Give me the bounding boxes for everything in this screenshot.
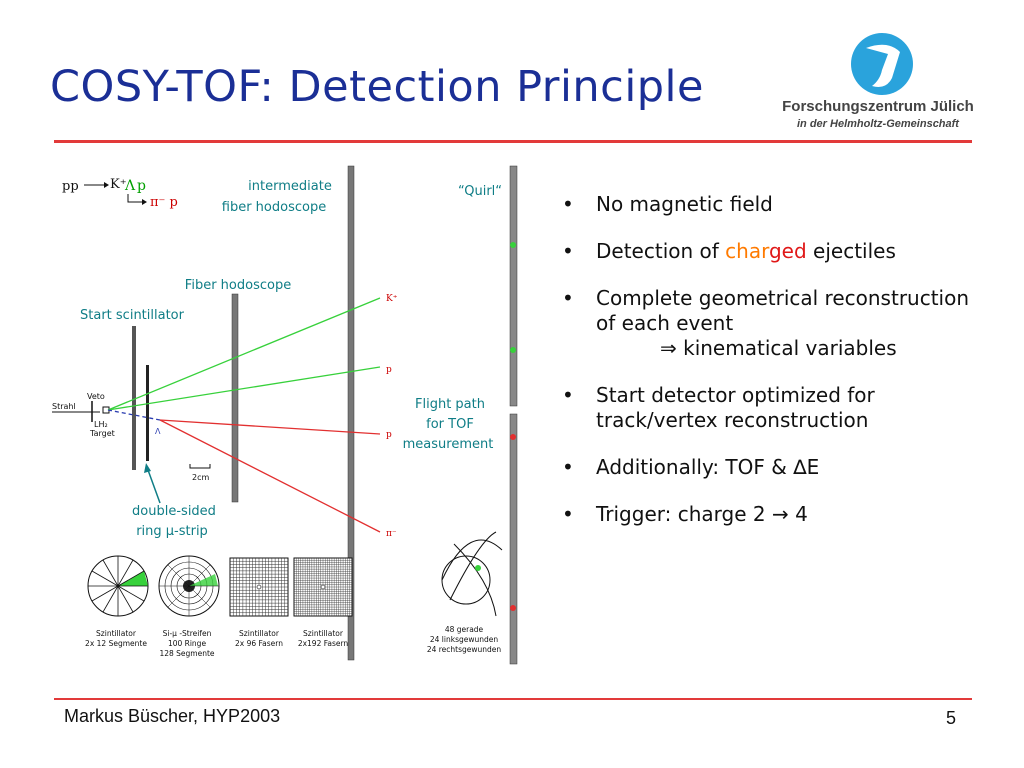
label-veto: Veto (87, 392, 105, 401)
label-ring-strip: ring µ-strip (136, 524, 208, 539)
bullet-text: Complete geometrical reconstruction of e… (596, 286, 970, 335)
reaction-p: p (137, 178, 146, 194)
caption4-line1: Szintillator (303, 629, 344, 638)
label-lambda-small: Λ (155, 427, 161, 436)
label-lh2: LH₂ (94, 420, 108, 429)
track-lambda (107, 409, 161, 421)
title-divider (54, 140, 972, 143)
quirl-detector-upper (509, 165, 518, 407)
label-quirl: “Quirl“ (458, 184, 502, 199)
track-kaon (107, 297, 381, 411)
track-label-proton-1: p (386, 365, 392, 375)
quirl-detector-lower (509, 413, 518, 665)
bullet-text: No magnetic field (596, 192, 773, 216)
thumbnail-fiber-192 (293, 557, 353, 617)
caption5-line2: 24 linksgewunden (430, 635, 498, 644)
caption1-line1: Szintillator (96, 629, 137, 638)
footer-divider (54, 698, 972, 700)
bullet-list: •No magnetic field •Detection of charged… (562, 192, 982, 549)
caption5-line3: 24 rechtsgewunden (427, 645, 502, 654)
bullet-item: •Complete geometrical reconstruction of … (562, 286, 982, 361)
caption3-line2: 2x 96 Fasern (235, 639, 283, 648)
caption5-line1: 48 gerade (445, 625, 484, 634)
bullet-item: •Trigger: charge 2 → 4 (562, 502, 808, 526)
caption3-line1: Szintillator (239, 629, 280, 638)
label-start-scintillator: Start scintillator (80, 308, 185, 323)
caption2-line3: 128 Segmente (159, 649, 214, 658)
logo-subtitle: in der Helmholtz-Gemeinschaft (797, 118, 959, 130)
label-flight-1: Flight path (415, 397, 485, 412)
label-intermediate-2: fiber hodoscope (222, 200, 326, 215)
bullet-highlight-char: char (725, 239, 769, 263)
thumbnail-fiber-96 (229, 557, 289, 617)
detector-diagram: pp K⁺ Λ p π⁻ p intermediate fiber hodosc… (52, 165, 518, 665)
reaction-lambda: Λ (124, 178, 136, 194)
track-proton-1 (107, 366, 381, 411)
logo-name: Forschungszentrum Jülich (782, 98, 974, 115)
bullet-item: •Additionally: TOF & ∆E (562, 455, 820, 479)
label-fiber-hodoscope: Fiber hodoscope (185, 278, 291, 293)
track-pion (159, 419, 381, 533)
reaction-k: K⁺ (110, 177, 127, 192)
footer-author: Markus Büscher, HYP2003 (64, 706, 281, 726)
bullet-text: Additionally: TOF & ∆E (596, 455, 820, 479)
thumbnail-si-strip (158, 555, 220, 617)
reaction-decay: π⁻ p (150, 195, 178, 210)
juelich-logo-icon (851, 33, 913, 95)
bullet-subtext: ⇒ kinematical variables (660, 336, 897, 360)
label-flight-3: measurement (403, 437, 494, 452)
label-scale: 2cm (192, 473, 209, 482)
caption1-line2: 2x 12 Segmente (85, 639, 147, 648)
fiber-hodoscope (231, 293, 239, 503)
track-label-pion: π⁻ (386, 529, 397, 539)
thumbnail-quirl (441, 531, 503, 617)
label-target: Target (89, 429, 115, 438)
thumbnail-segmented-scintillator (87, 555, 149, 617)
start-scintillator (132, 326, 136, 470)
ring-strip-detector (146, 365, 149, 461)
track-label-proton-2: p (386, 430, 392, 440)
bullet-text-suffix: ejectiles (806, 239, 896, 263)
bullet-text: Start detector optimized for track/verte… (596, 383, 875, 432)
reaction-pp: pp (62, 179, 79, 194)
bullet-item: •Start detector optimized for track/vert… (562, 383, 875, 432)
logo: Forschungszentrum Jülich in der Helmholt… (778, 30, 978, 140)
caption2-line2: 100 Ringe (168, 639, 207, 648)
bullet-text: Trigger: charge 2 → 4 (596, 502, 808, 526)
label-intermediate-1: intermediate (248, 179, 332, 194)
track-label-kaon: K⁺ (386, 294, 398, 304)
intermediate-hodoscope (347, 165, 355, 661)
bullet-highlight-ged: ged (768, 239, 807, 263)
bullet-item: •No magnetic field (562, 192, 773, 216)
caption2-line1: Si-µ -Streifen (163, 629, 212, 638)
bullet-text-prefix: Detection of (596, 239, 726, 263)
page-number: 5 (946, 708, 957, 728)
caption4-line2: 2x192 Fasern (298, 639, 349, 648)
label-strahl: Strahl (52, 402, 76, 411)
label-double-sided: double-sided (132, 504, 216, 519)
slide-title: COSY-TOF: Detection Principle (50, 62, 704, 112)
track-proton-2 (159, 419, 381, 435)
bullet-item: •Detection of charged ejectiles (562, 239, 896, 263)
label-flight-2: for TOF (426, 417, 474, 432)
